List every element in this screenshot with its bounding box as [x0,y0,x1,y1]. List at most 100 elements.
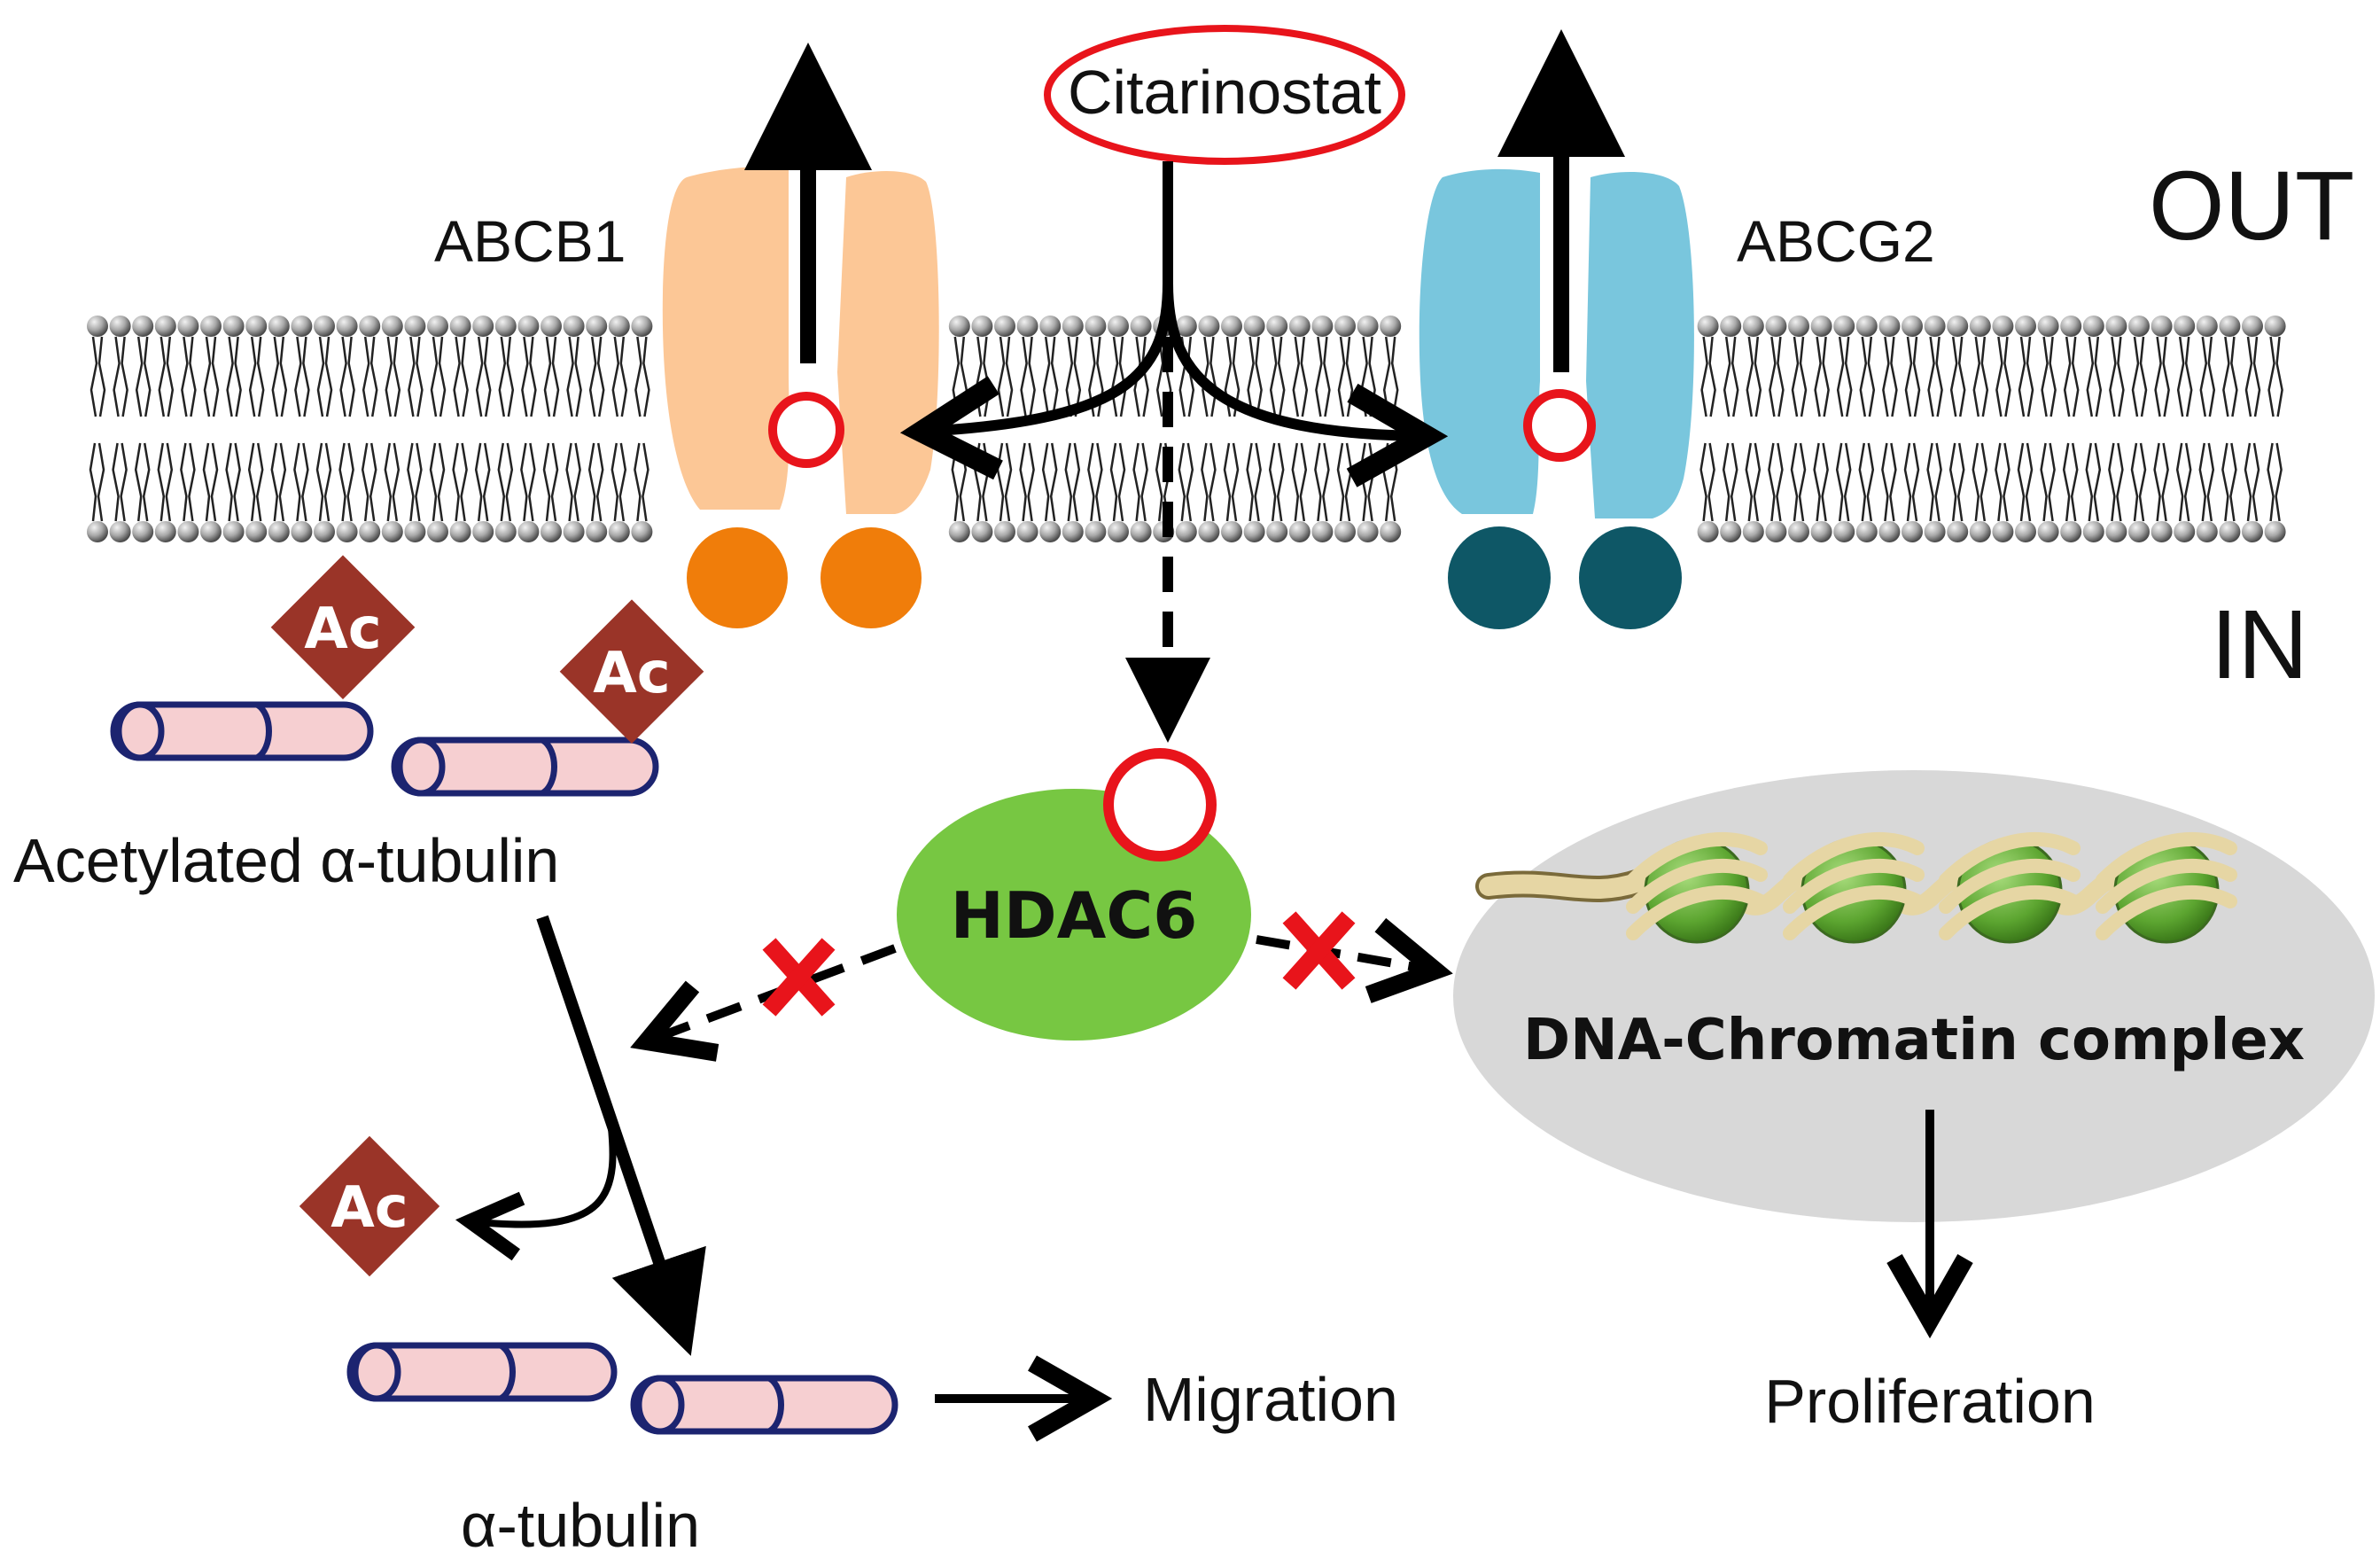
lipid-tail [180,336,197,522]
lipid-head [2015,316,2036,337]
lipid-head [2264,521,2286,542]
lipid-tail [315,336,333,522]
lipid-head [359,521,381,542]
dna-wrap [2096,885,2237,940]
lipid-head [971,521,993,542]
lipid-head [1175,521,1197,542]
lipid-tail [452,336,469,522]
lipid-head [1175,316,1197,337]
lipid-head [1016,521,1038,542]
lipid-head [2242,521,2263,542]
lipid-head [2196,521,2218,542]
lipid-head [1902,521,1923,542]
lipid-head [1357,316,1379,337]
lipid-head [2105,316,2127,337]
lipid-head [381,521,403,542]
lipid-head [1266,521,1288,542]
lipid-head [1130,521,1152,542]
lipid-head [631,316,653,337]
lipid-tail [1336,336,1354,522]
lipid-tail [634,336,650,522]
lipid-head [586,521,608,542]
tubulin-pathway: Ac Ac Acetylated α-tubulin Ac [13,555,1398,1559]
lipid-head [494,316,517,337]
citarinostat-to-abcg2-arrow [1163,283,1427,436]
abcg2-transporter [1419,29,1694,629]
lipid-head [517,316,540,337]
lipid-tail [202,336,220,522]
lipid-head [2151,521,2173,542]
lipid-head [336,316,358,337]
lipid-head [245,316,268,337]
lipid-tail [1223,336,1241,522]
lipid-head [359,316,381,337]
lipid-tail [1381,336,1399,522]
abcb1-nbd-right [821,527,922,628]
lipid-tail [2130,336,2148,522]
lipid-head [1697,521,1719,542]
lipid-head [1878,316,1901,337]
lipid-head [336,521,358,542]
lipid-head [449,316,471,337]
lipid-tail [587,336,605,522]
lipid-head [291,316,313,337]
lipid-head [154,521,176,542]
lipid-head [1924,521,1946,542]
lipid-head [608,316,630,337]
abcb1-transporter [662,43,939,628]
lipid-tail [2153,336,2170,522]
lipid-tail [407,336,424,522]
lipid-head [1266,316,1288,337]
lipid-bilayer [87,316,2286,542]
lipid-tail [1155,336,1172,522]
lipid-tail [1064,336,1082,522]
lipid-tail [1790,336,1808,522]
out-label: OUT [2149,152,2354,261]
abcb1-nbd-left [687,527,788,628]
lipid-head [948,521,970,542]
lipid-head [222,316,245,337]
acetylated-tubulin-2 [391,737,659,797]
lipid-head [631,521,653,542]
lipid-head [291,521,313,542]
acetyl-diamond-icon-2: Ac [559,599,704,744]
lipid-head [109,521,131,542]
proliferation-label: Proliferation [1764,1367,2096,1436]
lipid-tail [1041,336,1059,522]
lipid-head [2128,316,2150,337]
lipid-tail [2244,336,2261,522]
lipid-head [1947,316,1969,337]
lipid-head [472,521,494,542]
lipid-head [1198,316,1220,337]
abcb1-right-half [837,171,939,514]
lipid-tail [89,336,106,522]
tubulin-label: α-tubulin [461,1491,700,1559]
lipid-head [1810,521,1832,542]
lipid-tail [2198,336,2216,522]
lipid-head [132,316,154,337]
lipid-head [1085,521,1107,542]
lipid-head [971,316,993,337]
lipid-tail [497,336,515,522]
lipid-head [1969,521,1991,542]
lipid-tail [429,336,447,522]
lipid-head [87,316,108,337]
dna-wrap [1783,885,1925,940]
lipid-head [109,316,131,337]
lipid-head [1221,316,1242,337]
lipid-tail [225,336,242,522]
lipid-tail [1972,336,1989,522]
hdac6-to-tubulin-dashed-arrow [647,944,897,1041]
lipid-head [472,316,494,337]
lipid-tail [112,336,128,522]
lipid-head [1108,521,1129,542]
lipid-head [2264,316,2286,337]
chromatin-label: DNA-Chromatin complex [1523,1008,2305,1073]
lipid-head [154,316,176,337]
lipid-head [427,316,448,337]
lipid-tail [2040,336,2057,522]
acetylated-tubulin-label: Acetylated α-tubulin [13,826,559,895]
lipid-head [1969,316,1991,337]
lipid-head [1788,521,1809,542]
